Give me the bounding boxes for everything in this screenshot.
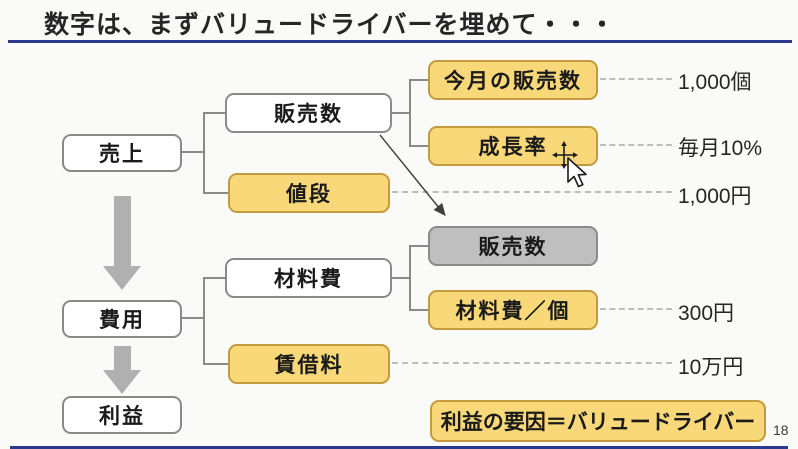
node-price: 値段 bbox=[228, 173, 390, 213]
node-sales-volume-ref: 販売数 bbox=[428, 226, 598, 266]
leader-monthly-sales bbox=[600, 78, 672, 80]
connector-to-material-cost bbox=[205, 277, 225, 279]
value-monthly-sales: 1,000個 bbox=[678, 71, 752, 94]
node-sales-volume: 販売数 bbox=[225, 93, 392, 133]
bottom-divider bbox=[10, 446, 788, 449]
node-sales: 売上 bbox=[62, 134, 182, 172]
connector-to-price bbox=[205, 192, 228, 194]
connector-material-cost-vertical bbox=[409, 245, 411, 311]
connector-sales-vertical bbox=[203, 112, 205, 194]
value-growth-rate: 毎月10% bbox=[678, 137, 763, 160]
connector-to-growth-rate bbox=[411, 145, 428, 147]
page-number: 18 bbox=[773, 422, 789, 438]
leader-material-cost-per-unit bbox=[600, 308, 672, 310]
down-arrow-cost-to-profit bbox=[114, 346, 131, 370]
value-rent: 10万円 bbox=[678, 356, 744, 379]
connector-to-rent bbox=[205, 363, 228, 365]
down-arrow-cost-to-profit-head bbox=[103, 370, 141, 394]
connector-to-sales-volume-ref bbox=[411, 245, 428, 247]
connector-sales-volume-stub bbox=[392, 112, 410, 114]
down-arrow-sales-to-cost-head bbox=[103, 266, 141, 290]
leader-growth-rate bbox=[600, 144, 672, 146]
node-material-cost: 材料費 bbox=[225, 258, 392, 298]
value-material-cost-per-unit: 300円 bbox=[678, 302, 735, 325]
leader-rent bbox=[392, 362, 672, 364]
slide-title: 数字は、まずバリュードライバーを埋めて・・・ bbox=[44, 11, 616, 39]
connector-material-cost-stub bbox=[392, 277, 410, 279]
leader-price bbox=[392, 191, 672, 193]
node-rent: 賃借料 bbox=[228, 344, 390, 384]
move-cursor-icon bbox=[552, 141, 587, 188]
connector-sales-stub bbox=[182, 151, 204, 153]
node-profit: 利益 bbox=[62, 396, 182, 434]
connector-to-sales-volume bbox=[205, 112, 225, 114]
connector-cost-stub bbox=[182, 317, 204, 319]
banner-value-driver: 利益の要因＝バリュードライバー bbox=[430, 400, 766, 442]
down-arrow-sales-to-cost bbox=[114, 196, 131, 266]
connector-to-monthly-sales bbox=[411, 79, 428, 81]
connector-to-material-cost-per-unit bbox=[411, 309, 428, 311]
node-material-cost-per-unit: 材料費／個 bbox=[428, 290, 598, 330]
node-cost: 費用 bbox=[62, 300, 182, 338]
title-divider bbox=[8, 40, 792, 43]
connector-sales-volume-vertical bbox=[409, 79, 411, 147]
value-price: 1,000円 bbox=[678, 185, 752, 208]
node-growth-rate: 成長率 bbox=[428, 126, 598, 166]
connector-cost-vertical bbox=[203, 277, 205, 365]
node-monthly-sales: 今月の販売数 bbox=[428, 60, 598, 100]
